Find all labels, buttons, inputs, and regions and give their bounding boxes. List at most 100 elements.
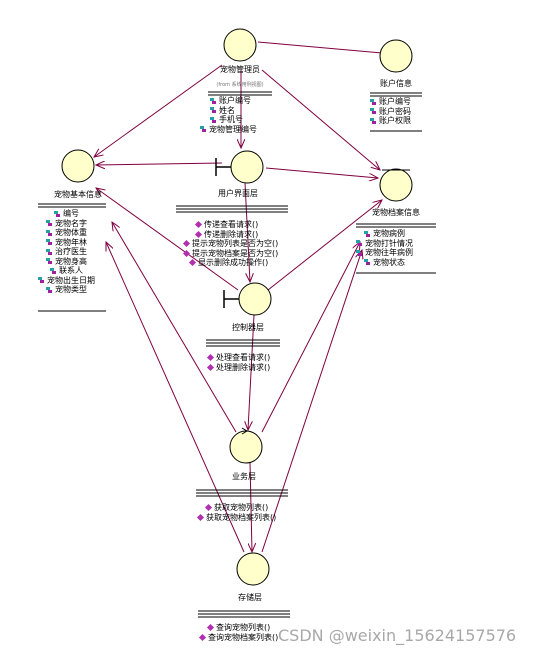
edge-controller-archive [267, 200, 382, 291]
attribute-label: 宠物管理编号 [209, 124, 257, 134]
attribute-label: 宠物身高 [55, 256, 87, 266]
operation-row: 处理删除请求() [206, 362, 271, 373]
controller-operations: 处理查看请求() 处理删除请求() [206, 353, 271, 373]
attribute-row: 账户权限 [370, 116, 411, 126]
operation-label: 获取宠物档案列表() [206, 512, 277, 522]
attribute-icon [38, 277, 45, 284]
attribute-row: 联系人 [38, 266, 95, 276]
attribute-icon [370, 117, 377, 124]
pet-admin-from: (from 系统用例视图) [216, 82, 264, 88]
operation-row: 提示宠物档案是否为空() [182, 248, 279, 259]
pet-admin-attributes: 账户编号 姓名 手机号 宠物管理编号 [200, 96, 257, 134]
operation-icon [196, 513, 205, 521]
attribute-label: 姓名 [219, 105, 235, 115]
controller-name: 控制器层 [232, 323, 264, 332]
operation-label: 查询宠物档案列表() [208, 632, 279, 642]
ui-layer-boundary-mark [215, 158, 231, 176]
attribute-label: 宠物年林 [55, 237, 87, 247]
attribute-row: 账户编号 [200, 96, 257, 106]
operation-row: 查询宠物列表() [200, 623, 278, 633]
controller-separators [206, 339, 280, 347]
attribute-icon [356, 249, 363, 256]
operation-row: 提示宠物列表是否为空() [182, 239, 279, 249]
business-circle[interactable] [229, 430, 263, 464]
ui-layer-name: 用户界面层 [218, 189, 258, 198]
edge-admin-petbasic [94, 64, 223, 157]
operation-label: 传递删除请求() [204, 229, 259, 239]
attribute-icon [46, 248, 53, 255]
pet-admin-separators [208, 91, 272, 96]
edge-admin-account [257, 41, 383, 54]
account-info-circle[interactable] [379, 39, 413, 73]
operation-icon [204, 504, 213, 512]
attribute-row: 宠物打针情况 [356, 239, 413, 249]
attribute-icon [364, 259, 371, 266]
attribute-icon [54, 210, 61, 217]
ui-layer-operations: 传递查看请求() 传递删除请求() 提示宠物列表是否为空() 提示宠物档案是否为… [182, 220, 279, 268]
attribute-icon [370, 98, 377, 105]
attribute-row: 宠物病例 [356, 229, 413, 239]
pet-basic-circle[interactable] [61, 149, 95, 183]
business-separators [196, 489, 288, 497]
operation-label: 获取宠物列表() [214, 503, 269, 512]
attribute-row: 宠物往年病例 [356, 248, 413, 258]
operation-label: 提示宠物列表是否为空() [192, 239, 279, 248]
ui-layer-separators [176, 205, 288, 213]
account-info-separators [370, 92, 422, 132]
attribute-label: 账户密码 [379, 106, 411, 116]
operation-icon [182, 249, 191, 257]
attribute-label: 账户编号 [379, 97, 411, 106]
connectors [94, 41, 383, 552]
operation-icon [206, 363, 215, 371]
edge-ui-archive [265, 167, 378, 178]
pet-archive-circle[interactable] [379, 168, 413, 202]
operation-icon [188, 259, 197, 267]
attribute-row: 宠物体重 [38, 228, 95, 238]
edge-business-storage [250, 461, 252, 552]
attribute-label: 宠物出生日期 [47, 275, 95, 285]
attribute-icon [356, 240, 363, 247]
attribute-row: 手机号 [200, 115, 257, 125]
pet-basic-name: 宠物基本信息 [54, 190, 102, 199]
edge-controller-business [248, 314, 255, 430]
pet-archive-separators [356, 223, 436, 274]
attribute-row: 宠物年林 [38, 238, 95, 248]
attribute-label: 宠物往年病例 [365, 248, 413, 257]
attribute-label: 宠物名字 [55, 218, 87, 228]
attribute-icon [46, 220, 53, 227]
operation-row: 获取宠物列表() [198, 503, 276, 513]
attribute-label: 宠物状态 [373, 257, 405, 267]
operation-label: 显示删除成功操作() [198, 258, 269, 267]
account-info-attributes: 账户编号 账户密码 账户权限 [370, 97, 411, 126]
operation-row: 显示删除成功操作() [184, 258, 278, 268]
operation-label: 提示宠物档案是否为空() [192, 248, 279, 258]
attribute-icon [46, 229, 53, 236]
operation-label: 处理删除请求() [216, 362, 271, 372]
ui-layer-circle[interactable] [230, 150, 264, 184]
attribute-row: 姓名 [200, 106, 257, 116]
business-operations: 获取宠物列表() 获取宠物档案列表() [196, 503, 277, 522]
edge-admin-archive [261, 69, 380, 170]
operation-label: 处理查看请求() [216, 353, 271, 362]
attribute-row: 账户编号 [370, 97, 411, 107]
controller-boundary-mark [223, 290, 239, 308]
controller-circle[interactable] [238, 282, 272, 316]
attribute-icon [46, 239, 53, 246]
attribute-row: 账户密码 [370, 107, 411, 117]
storage-circle[interactable] [236, 552, 270, 586]
storage-name: 存储层 [238, 593, 262, 602]
attribute-label: 宠物打针情况 [365, 238, 413, 248]
attribute-icon [46, 258, 53, 265]
operation-icon [206, 354, 215, 362]
attribute-row: 宠物类型 [38, 285, 95, 295]
attribute-label: 手机号 [219, 115, 243, 124]
pet-admin-circle[interactable] [223, 28, 257, 62]
account-info-name: 账户信息 [380, 79, 412, 88]
pet-archive-name: 宠物档案信息 [372, 208, 420, 217]
attribute-label: 编号 [63, 209, 79, 218]
attribute-icon [370, 108, 377, 115]
attribute-row: 宠物身高 [38, 257, 95, 267]
edge-ui-petbasic [96, 163, 223, 165]
edge-controller-petbasic [96, 188, 239, 291]
